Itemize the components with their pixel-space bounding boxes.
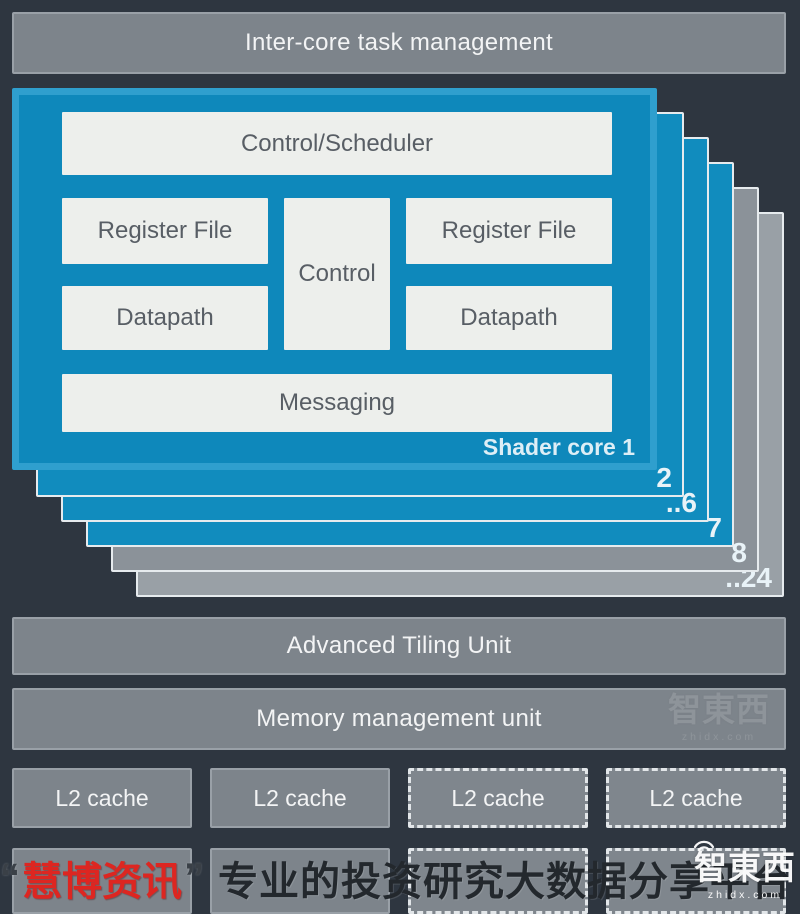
advanced-tiling-unit-label: Advanced Tiling Unit xyxy=(286,632,512,659)
zhidx-logo: 智東西 zhidx.com xyxy=(693,840,796,901)
register-file-right-block: Register File xyxy=(406,198,612,264)
datapath-label: Datapath xyxy=(116,304,214,331)
messaging-block: Messaging xyxy=(62,374,612,432)
zhidx-domain-text: zhidx.com xyxy=(707,889,783,901)
l2-cache-box-4-optional: L2 cache xyxy=(606,768,786,828)
l2-cache-label: L2 cache xyxy=(649,784,743,811)
shader-core-1-label: Shader core 1 xyxy=(482,434,635,460)
datapath-label: Datapath xyxy=(460,304,558,331)
open-quote: “ xyxy=(0,855,20,900)
shader-core-number: 8 xyxy=(731,537,747,568)
l2-cache-label: L2 cache xyxy=(253,784,347,811)
messaging-label: Messaging xyxy=(278,389,396,416)
l2-cache-box-3-optional: L2 cache xyxy=(408,768,588,828)
register-file-label: Register File xyxy=(97,217,233,244)
inter-core-task-management-bar: Inter-core task management xyxy=(12,12,786,74)
inter-core-task-management-label: Inter-core task management xyxy=(245,29,553,56)
register-file-left-block: Register File xyxy=(62,198,268,264)
l2-cache-label: L2 cache xyxy=(55,784,149,811)
zhidx-logo-text: 智東西 xyxy=(693,840,796,888)
control-block: Control xyxy=(284,198,390,350)
l2-cache-box-7-clipped xyxy=(408,848,588,914)
shader-core-number: 7 xyxy=(706,512,722,543)
control-label: Control xyxy=(298,260,376,287)
control-scheduler-block: Control/Scheduler xyxy=(62,112,612,175)
wifi-arcs-icon xyxy=(693,840,715,852)
shader-core-number: 2 xyxy=(656,462,672,493)
l2-cache-box-1: L2 cache xyxy=(12,768,192,828)
zhidx-logo-text: 智東西 xyxy=(668,691,770,728)
l2-cache-label: L2 cache xyxy=(451,784,545,811)
l2-cache-box-5-clipped xyxy=(12,848,192,914)
l2-cache-box-2: L2 cache xyxy=(210,768,390,828)
control-scheduler-label: Control/Scheduler xyxy=(240,129,434,157)
datapath-left-block: Datapath xyxy=(62,286,268,350)
memory-management-unit-bar: Memory management unit xyxy=(12,688,786,750)
zhidx-watermark-faint: 智東西 zhidx.com xyxy=(668,690,770,743)
advanced-tiling-unit-bar: Advanced Tiling Unit xyxy=(12,617,786,675)
close-quote: ” xyxy=(184,855,204,900)
watermark-tagline: 专业的投资研究大数据分享平台 xyxy=(218,860,792,904)
l2-cache-box-6-clipped xyxy=(210,848,390,914)
register-file-label: Register File xyxy=(441,217,577,244)
zhidx-domain-text: zhidx.com xyxy=(681,731,757,743)
watermark-banner: “ 慧博资讯 ” 专业的投资研究大数据分享平台 xyxy=(0,846,792,910)
l2-cache-box-8-clipped xyxy=(606,848,786,914)
watermark-brand: 慧博资讯 xyxy=(22,860,182,904)
datapath-right-block: Datapath xyxy=(406,286,612,350)
shader-core-1-card: Control/Scheduler Register File Control … xyxy=(12,88,657,470)
memory-management-unit-label: Memory management unit xyxy=(256,705,542,732)
